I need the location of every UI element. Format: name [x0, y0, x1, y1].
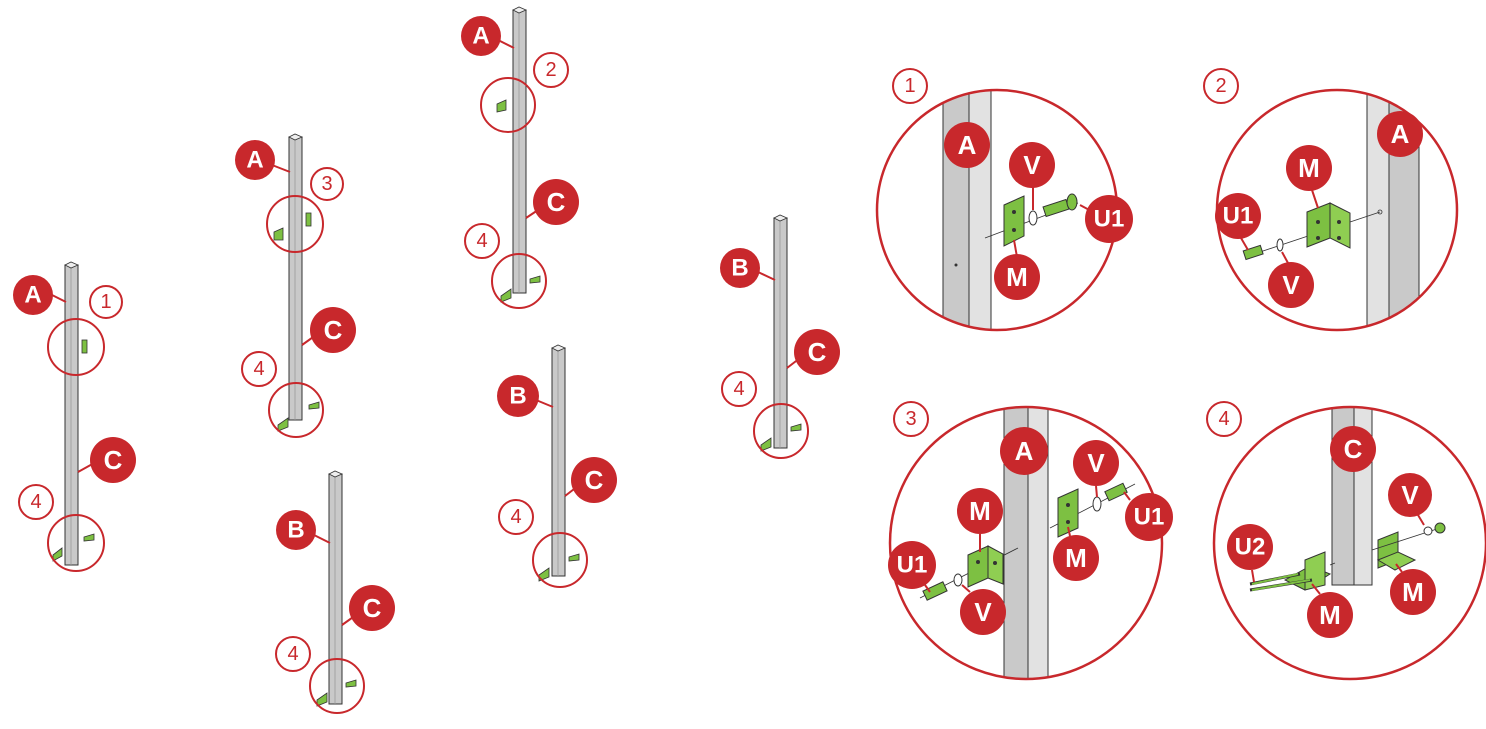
label-c: C	[808, 337, 827, 367]
label-a: A	[472, 23, 489, 50]
label-m: M	[1298, 153, 1320, 183]
label-u2: U2	[1235, 534, 1266, 561]
label-u1: U1	[897, 552, 928, 579]
step-number-2: 2	[545, 59, 556, 81]
detail-circle-4	[491, 253, 547, 309]
long-bolt-icon	[1251, 573, 1299, 585]
bolt-icon	[1042, 198, 1070, 218]
step-number-1: 1	[904, 75, 915, 97]
step-number-3: 3	[905, 408, 916, 430]
label-b: B	[509, 383, 526, 410]
detail-circle-4	[268, 382, 324, 438]
label-m: M	[969, 496, 991, 526]
label-u1: U1	[1134, 504, 1165, 531]
detail-circle-3	[266, 195, 324, 253]
nut-icon	[1434, 522, 1446, 534]
label-c: C	[363, 593, 382, 623]
bracket-icon	[81, 339, 88, 354]
label-c: C	[1344, 434, 1363, 464]
detail-circle-4	[532, 532, 588, 588]
detail-circle-4	[309, 658, 365, 714]
bracket-icon	[1003, 195, 1025, 247]
detail-circle-4	[753, 403, 809, 459]
detail-view-1: A V U1 M 1	[875, 68, 1133, 332]
step-number-4: 4	[510, 506, 521, 528]
detail-circle-1	[47, 318, 105, 376]
bracket-icon	[967, 545, 989, 588]
label-c: C	[324, 315, 343, 345]
detail-view-3: A V U1 M M U1 V 3	[888, 401, 1173, 681]
label-v: V	[1087, 448, 1105, 478]
label-v: V	[1401, 480, 1419, 510]
label-a: A	[24, 282, 41, 309]
post-b-1: B C 4	[275, 470, 395, 714]
bolt-icon	[1242, 244, 1264, 261]
step-number-1: 1	[100, 291, 111, 313]
washer-icon	[1423, 526, 1433, 536]
detail-circle	[888, 405, 1164, 681]
bracket-icon	[316, 692, 328, 707]
step-number-4: 4	[30, 491, 41, 513]
label-a: A	[246, 147, 263, 174]
bracket-icon	[1057, 488, 1079, 538]
step-number-4: 4	[253, 358, 264, 380]
label-b: B	[287, 517, 304, 544]
label-a: A	[1391, 119, 1410, 149]
detail-view-2: M A U1 V 2	[1203, 68, 1459, 332]
bolt-icon	[1104, 482, 1128, 502]
label-m: M	[1006, 262, 1028, 292]
post-b-2: B C 4	[497, 344, 617, 588]
label-c: C	[585, 465, 604, 495]
post-a-3: A 3 C 4	[235, 133, 356, 438]
step-number-4: 4	[1218, 408, 1229, 430]
label-v: V	[1023, 150, 1041, 180]
washer-icon	[1028, 210, 1038, 226]
label-u1: U1	[1223, 203, 1254, 230]
post-a-2: A 2 C 4	[461, 6, 579, 309]
label-a: A	[958, 130, 977, 160]
label-b: B	[731, 255, 748, 282]
label-v: V	[1282, 270, 1300, 300]
label-v: V	[974, 597, 992, 627]
bracket-icon	[496, 99, 507, 113]
bolt-icon	[922, 581, 948, 601]
washer-icon	[953, 573, 963, 587]
label-m: M	[1402, 577, 1424, 607]
detail-circle	[1212, 405, 1486, 681]
detail-circle-2	[480, 77, 536, 133]
step-number-2: 2	[1215, 75, 1226, 97]
label-c: C	[104, 445, 123, 475]
label-m: M	[1065, 543, 1087, 573]
label-c: C	[547, 187, 566, 217]
label-m: M	[1319, 600, 1341, 630]
post-b-3: B C 4	[720, 214, 840, 459]
post-a-1: A 1 C 4	[13, 261, 136, 572]
label-a: A	[1015, 436, 1034, 466]
step-number-3: 3	[321, 173, 332, 195]
bracket-icon	[1306, 202, 1331, 248]
step-number-4: 4	[287, 643, 298, 665]
step-number-4: 4	[733, 378, 744, 400]
washer-icon	[1276, 238, 1284, 252]
washer-icon	[1092, 496, 1102, 512]
detail-view-4: C V U2 M M 4	[1206, 401, 1486, 681]
step-number-4: 4	[476, 230, 487, 252]
detail-circle	[875, 88, 1119, 332]
bracket-icon	[760, 437, 772, 452]
bracket-icon	[538, 567, 550, 582]
label-u1: U1	[1094, 206, 1125, 233]
bracket-icon	[273, 227, 284, 241]
detail-circle-4	[47, 514, 105, 572]
